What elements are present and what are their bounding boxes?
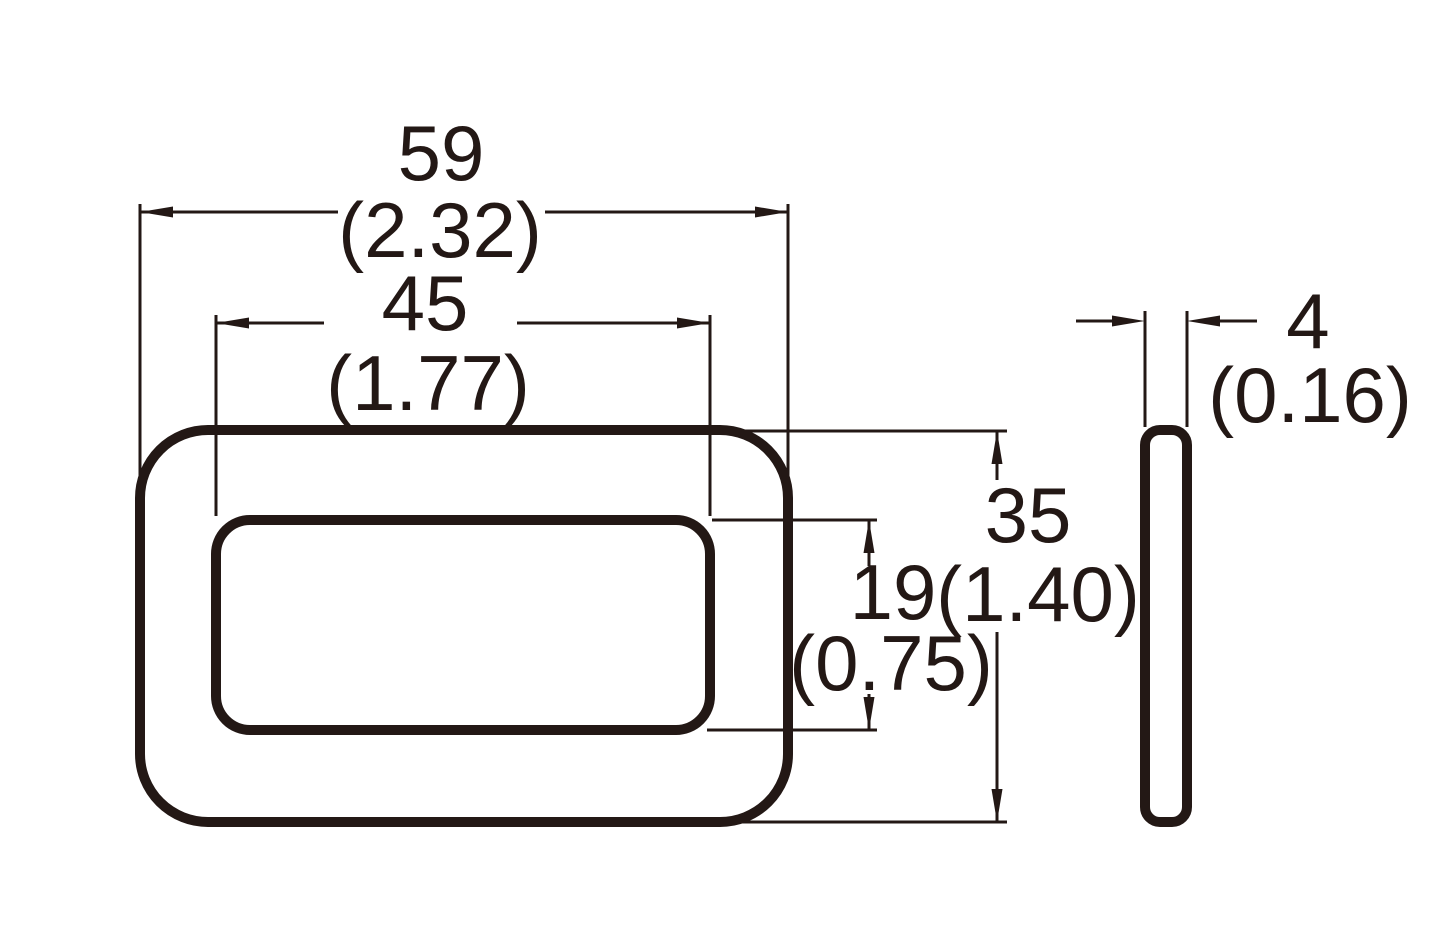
inner-width-mm-label: 45: [382, 259, 469, 347]
dimension-arrowheads: [140, 206, 1220, 822]
thickness-mm-label: 4: [1286, 277, 1329, 365]
outer-height-inch-label: (1.40): [936, 550, 1140, 638]
inner-height-arrow-up: [863, 520, 875, 553]
inner-width-arrow-left: [216, 317, 249, 329]
outer-height-arrow-down: [991, 789, 1003, 822]
inner-width-inch-label: (1.77): [326, 339, 530, 427]
outer-width-arrow-right: [755, 206, 788, 218]
inner-height-inch-label: (0.75): [789, 619, 993, 707]
outer-width-mm-label: 59: [398, 109, 485, 197]
inner-width-arrow-right: [677, 317, 710, 329]
thickness-inch-label: (0.16): [1208, 351, 1412, 439]
outer-height-arrow-up: [991, 431, 1003, 464]
outer-width-arrow-left: [140, 206, 173, 218]
thickness-arrow-left-pointing: [1187, 315, 1220, 327]
part-outlines: [135, 425, 1192, 827]
thickness-arrow-right-pointing: [1112, 315, 1145, 327]
front-view-inner-cutout-outline: [211, 515, 715, 735]
inner-height-mm-label: 19: [850, 548, 937, 636]
inner-height-arrow-down: [863, 697, 875, 730]
outer-width-inch-label: (2.32): [338, 186, 542, 274]
side-view-profile-outline: [1140, 425, 1192, 827]
dimension-labels: 59 (2.32) 45 (1.77) 19 (0.75) 35 (1.40) …: [326, 109, 1412, 707]
outer-height-mm-label: 35: [985, 471, 1072, 559]
